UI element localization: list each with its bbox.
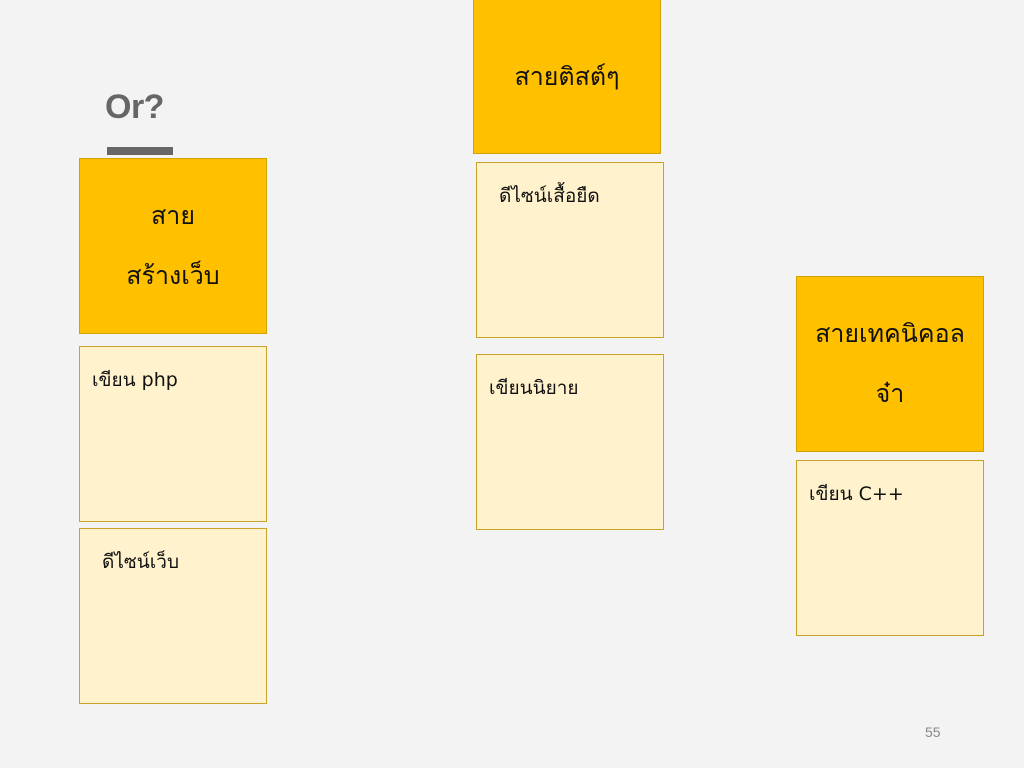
column-header-technical: สายเทคนิคอล จ๋า [796, 276, 984, 452]
column-header-artist: สายติสต์ๆ [473, 0, 661, 154]
slide-title: Or? [105, 88, 164, 126]
page-number: 55 [925, 724, 941, 740]
column-header-line: สาย [151, 201, 195, 230]
column-header-line: จ๋า [875, 379, 905, 408]
card-text: ดีไซน์เว็บ [102, 551, 180, 573]
sticky-note-card: ดีไซน์เว็บ [79, 528, 267, 704]
sticky-note-card: เขียน php [79, 346, 267, 522]
card-text: เขียนนิยาย [489, 377, 579, 399]
sticky-note-card: เขียน C++ [796, 460, 984, 636]
sticky-note-card: ดีไซน์เสื้อยืด [476, 162, 664, 338]
card-text: เขียน php [92, 369, 178, 391]
card-text: เขียน C++ [809, 483, 904, 505]
title-underline [107, 147, 173, 155]
column-header-line: สายติสต์ๆ [514, 62, 620, 91]
column-header-line: สร้างเว็บ [126, 261, 220, 290]
sticky-note-card: เขียนนิยาย [476, 354, 664, 530]
card-text: ดีไซน์เสื้อยืด [499, 185, 600, 207]
column-header-line: สายเทคนิคอล [815, 319, 965, 348]
column-header-web: สาย สร้างเว็บ [79, 158, 267, 334]
